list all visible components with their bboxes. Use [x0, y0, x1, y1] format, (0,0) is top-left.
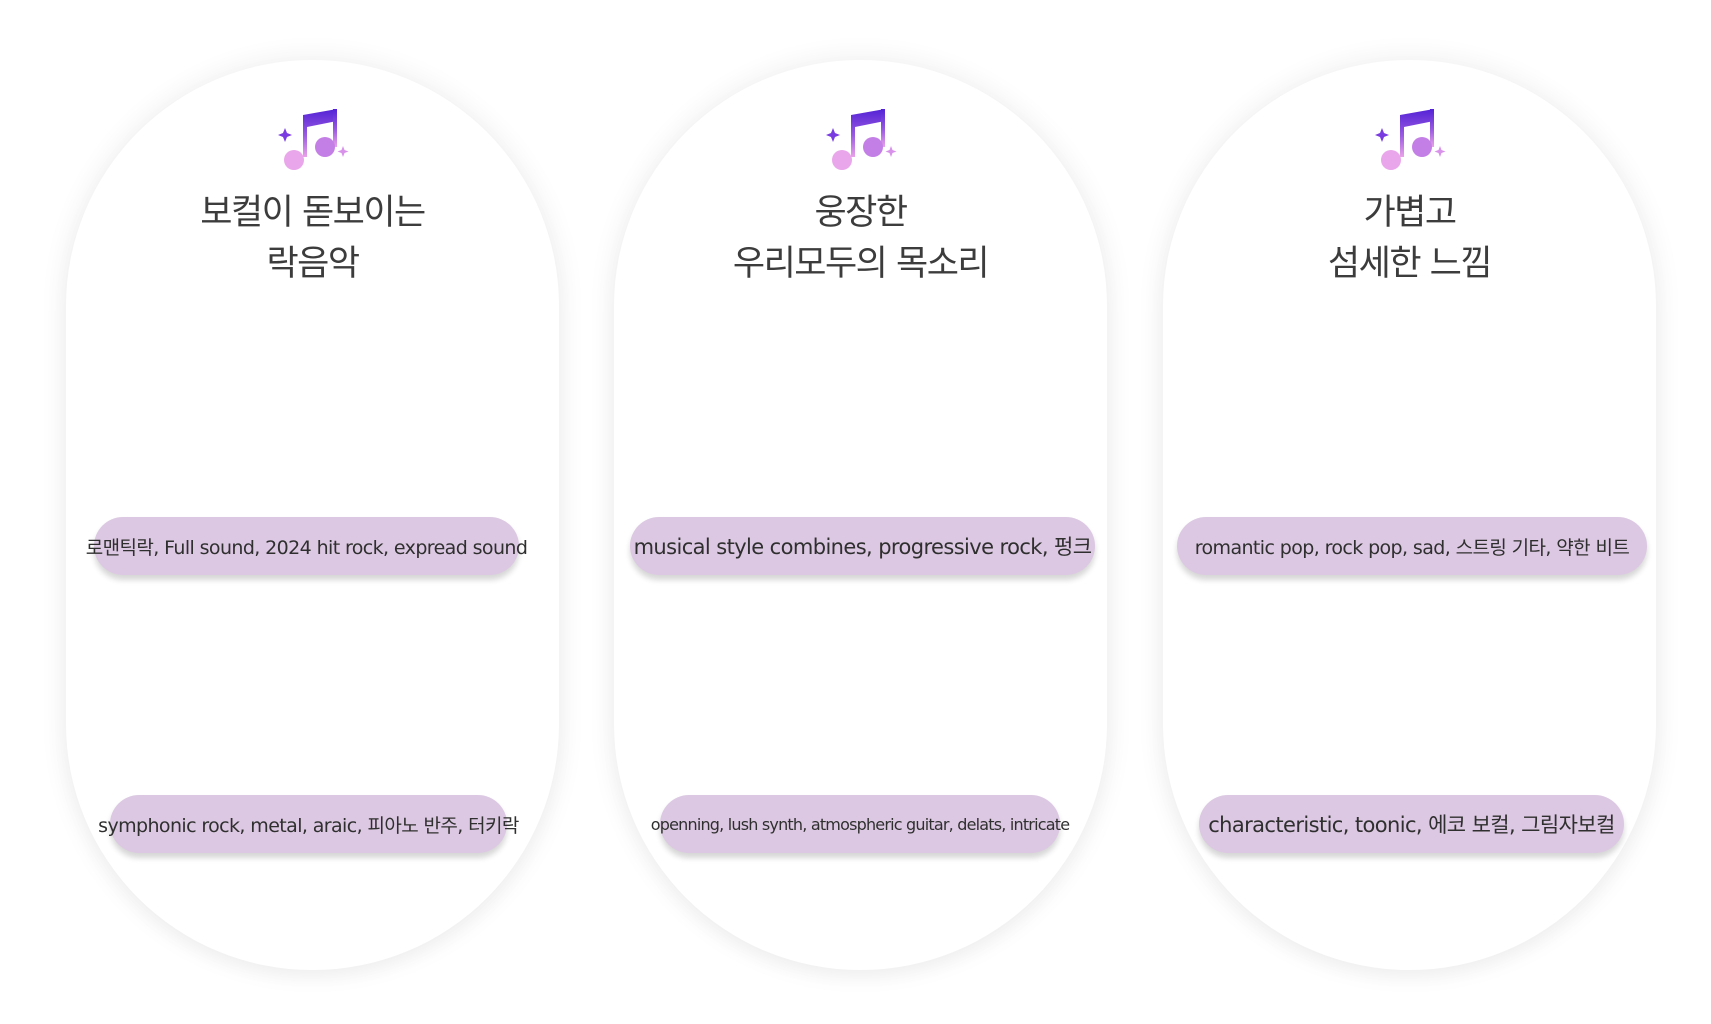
genre-card-2: 웅장한 우리모두의 목소리 musical style combines, pr…: [614, 60, 1107, 970]
style-tag-pill[interactable]: musical style combines, progressive rock…: [630, 517, 1095, 575]
card-title-line-1: 가볍고: [1363, 193, 1457, 233]
card-title: 가볍고 섬세한 느낌: [1163, 188, 1656, 290]
card-title: 웅장한 우리모두의 목소리: [614, 188, 1107, 290]
card-title: 보컬이 돋보이는 락음악: [66, 188, 559, 290]
style-tag-pill[interactable]: openning, lush synth, atmospheric guitar…: [651, 795, 1070, 853]
style-tag-pill[interactable]: 로맨틱락, Full sound, 2024 hit rock, expread…: [86, 517, 528, 575]
style-tag-pill[interactable]: romantic pop, rock pop, sad, 스트링 기타, 약한 …: [1177, 517, 1647, 575]
genre-card-1: 보컬이 돋보이는 락음악 로맨틱락, Full sound, 2024 hit …: [66, 60, 559, 970]
style-tag-pill[interactable]: characteristic, toonic, 에코 보컬, 그림자보컬: [1199, 795, 1624, 853]
card-title-line-2: 락음악: [266, 244, 360, 284]
card-title-line-2: 섬세한 느낌: [1327, 244, 1493, 284]
music-note-icon: [277, 109, 348, 170]
card-title-line-2: 우리모두의 목소리: [732, 244, 990, 284]
music-note-icon: [1374, 109, 1445, 170]
genre-card-3: 가볍고 섬세한 느낌 romantic pop, rock pop, sad, …: [1163, 60, 1656, 970]
style-tag-pill[interactable]: symphonic rock, metal, araic, 피아노 반주, 터키…: [98, 795, 519, 853]
card-title-line-1: 웅장한: [814, 193, 908, 233]
card-title-line-1: 보컬이 돋보이는: [200, 193, 426, 233]
music-note-icon: [825, 109, 896, 170]
